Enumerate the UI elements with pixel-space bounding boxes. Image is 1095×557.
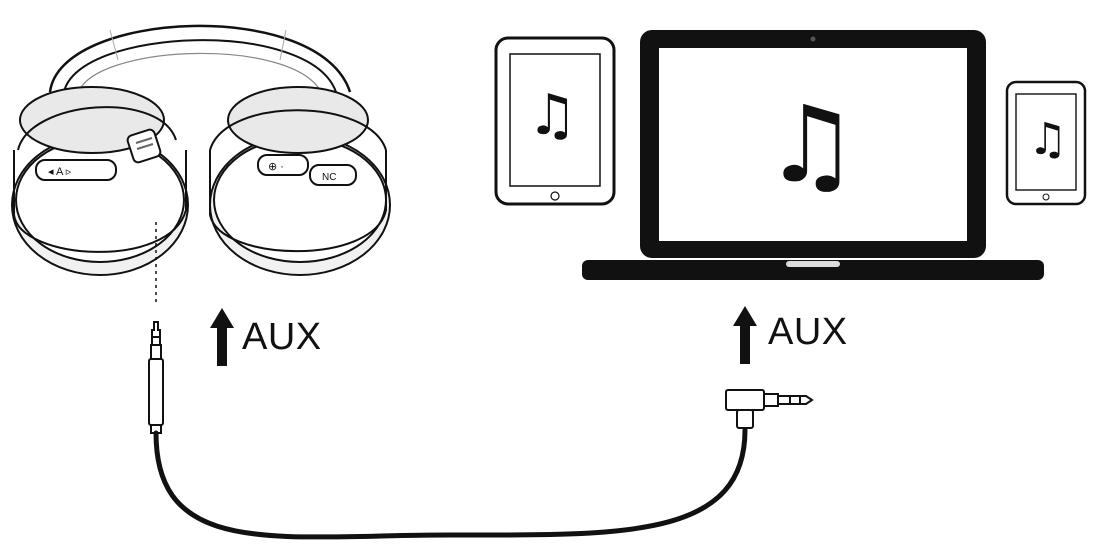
music-note-icon: ♫: [527, 83, 578, 148]
right-earcup: ⊕ · NC: [209, 86, 391, 276]
arrow-left: [210, 308, 234, 366]
laptop: [582, 30, 1044, 280]
right-angle-plug: [725, 389, 814, 429]
headphones: ◂ A ▹ ⊕ · NC: [11, 24, 391, 305]
music-note-icon: ♫: [1028, 114, 1068, 165]
cable-cord: [153, 427, 748, 540]
headband: [48, 24, 352, 93]
svg-text:⊕ ·: ⊕ ·: [268, 161, 284, 173]
left-earcup: ◂ A ▹: [11, 86, 189, 276]
music-note-icon: ♫: [764, 83, 860, 206]
svg-text:◂ A ▹: ◂ A ▹: [48, 166, 72, 178]
straight-plug: [148, 321, 164, 434]
aux-label-right: AUX: [768, 311, 848, 353]
aux-cable: [148, 321, 814, 540]
phone: [1005, 80, 1087, 206]
laptop-base: [582, 260, 1044, 280]
svg-text:NC: NC: [322, 172, 336, 183]
arrow-right: [733, 306, 757, 364]
tablet: [494, 36, 616, 206]
aux-label-left: AUX: [242, 316, 322, 358]
